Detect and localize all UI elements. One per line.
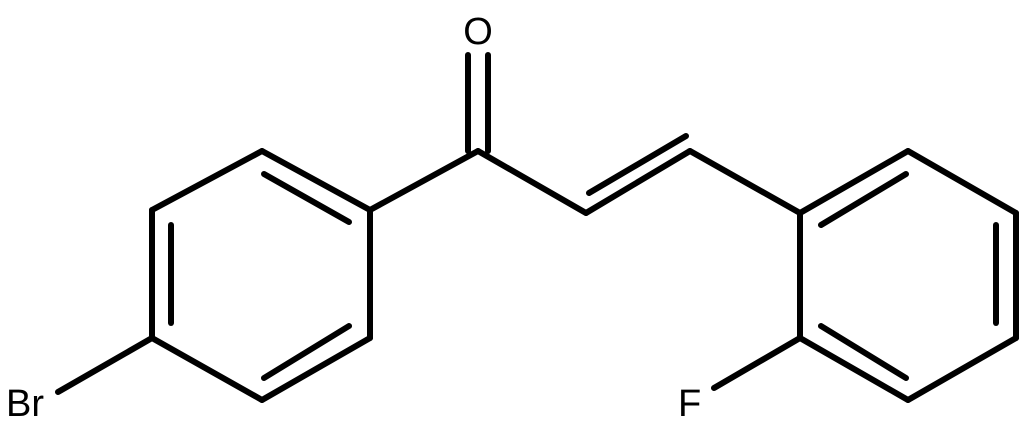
ring2-bond-4: [905, 335, 1019, 403]
enone-chain: [367, 52, 803, 216]
bromophenyl-ring: [149, 148, 373, 403]
fluorine-atom-label: F: [678, 383, 701, 425]
alkene-double-main: [583, 148, 693, 216]
alkene-aryl-bond: [687, 148, 803, 216]
ring1-bond-2: [259, 148, 373, 213]
ring2-inner-double-1: [818, 171, 909, 228]
ring1-inner-double-2: [261, 171, 352, 225]
aryl-carbonyl-bond: [367, 148, 481, 213]
ring1-bond-4: [259, 335, 373, 403]
alkene-double-inner: [586, 133, 689, 196]
carbonyl-alkene-bond: [475, 148, 589, 216]
ring2-inner-double-3: [818, 323, 909, 381]
ring2-bond-1: [797, 148, 911, 216]
carbon-fluorine-bond: [711, 335, 803, 391]
ring2-bond-5: [797, 335, 911, 403]
oxygen-atom-label: O: [463, 11, 493, 53]
ring1-inner-double-3: [261, 323, 352, 381]
bromine-atom-label: Br: [6, 383, 44, 425]
carbon-bromine-bond: [55, 335, 155, 395]
ring1-bond-5: [149, 335, 265, 403]
ring1-bond-1: [149, 148, 265, 213]
fluorophenyl-ring: [797, 148, 1019, 403]
ring2-bond-2: [905, 148, 1019, 216]
